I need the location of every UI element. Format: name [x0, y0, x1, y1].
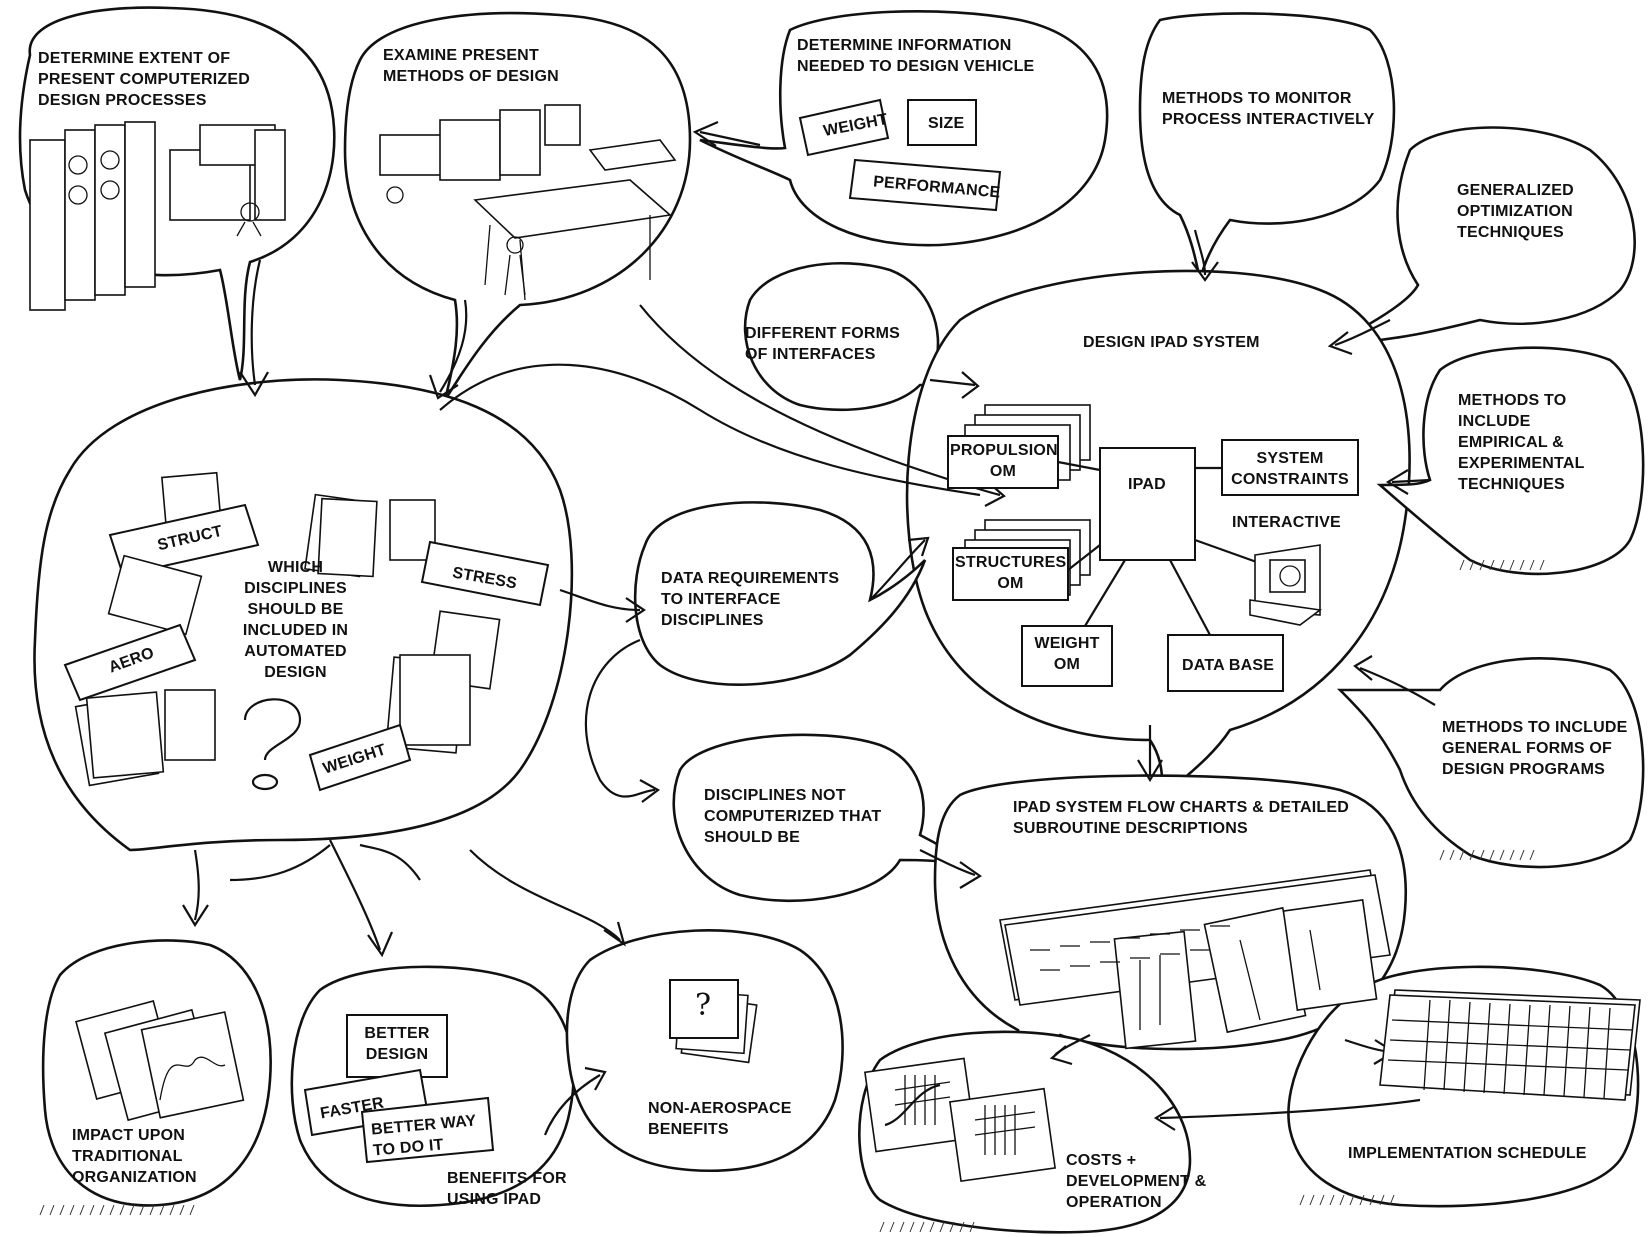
card-better-way-shape	[360, 1096, 495, 1164]
ipad-core: IPAD	[1128, 476, 1166, 493]
bubble-empirical-text: METHODS TO INCLUDE EMPIRICAL & EXPERIMEN…	[1458, 392, 1585, 493]
bubble-optimization	[1329, 126, 1636, 347]
structures-om: STRUCTURES OM	[955, 554, 1067, 592]
bubble-non-aerospace-text: NON-AEROSPACE BENEFITS	[648, 1100, 792, 1138]
bubble-general-forms	[1336, 657, 1645, 869]
bubble-costs-text: COSTS + DEVELOPMENT & OPERATION	[1066, 1152, 1207, 1211]
bubble-information	[699, 9, 1109, 247]
bubble-data-req	[633, 501, 927, 686]
bubble-design-system-text: DESIGN IPAD SYSTEM	[1083, 334, 1260, 351]
drafting-table-icon	[379, 104, 677, 301]
weight-om-box	[1021, 625, 1113, 687]
bubble-general-forms-text: METHODS TO INCLUDE GENERAL FORMS OF DESI…	[1442, 719, 1628, 778]
flow-chart-icon	[999, 869, 1391, 1050]
card-weight2-shape	[308, 723, 412, 792]
interactive-label: INTERACTIVE	[1232, 514, 1341, 531]
bubble-not-computerized-text: DISCIPLINES NOT COMPUTERIZED THAT SHOULD…	[704, 787, 882, 846]
system-constraints: SYSTEM CONSTRAINTS	[1231, 450, 1349, 488]
bubble-computerized-text: DETERMINE EXTENT OF PRESENT COMPUTERIZED…	[38, 50, 251, 109]
constraints-box	[1221, 439, 1359, 496]
propulsion-om: PROPULSION OM	[950, 442, 1058, 480]
bubble-benefits-text: BENEFITS FOR USING IPAD	[447, 1170, 567, 1208]
card-weight-shape	[798, 98, 890, 157]
bubble-interfaces-text: DIFFERENT FORMS OF INTERFACES	[745, 325, 900, 363]
ipad-box	[1099, 447, 1196, 561]
bubble-monitor-text: METHODS TO MONITOR PROCESS INTERACTIVELY	[1162, 90, 1375, 128]
bubble-schedule-text: IMPLEMENTATION SCHEDULE	[1348, 1145, 1587, 1162]
bubble-examine-text: EXAMINE PRESENT METHODS OF DESIGN	[383, 47, 559, 85]
card-question-shape	[669, 979, 739, 1039]
card-size-shape	[907, 99, 977, 146]
card-performance-shape	[848, 158, 1002, 212]
grass-hatching	[39, 559, 1545, 1233]
graph-icon	[75, 1000, 245, 1122]
card-aero-shape	[63, 623, 197, 702]
bubble-disciplines-text: WHICH DISCIPLINES SHOULD BE INCLUDED IN …	[242, 559, 349, 681]
card-better-design: BETTER DESIGN	[364, 1025, 430, 1063]
bubble-information-text: DETERMINE INFORMATION NEEDED TO DESIGN V…	[797, 37, 1035, 75]
computer-icon	[29, 121, 286, 311]
bubble-monitor	[1138, 12, 1396, 281]
propulsion-box	[947, 435, 1059, 489]
card-size: SIZE	[928, 115, 965, 132]
bubble-optimization-text: GENERALIZED OPTIMIZATION TECHNIQUES	[1457, 182, 1574, 241]
schedule-chart-icon	[1379, 989, 1641, 1101]
graph-icon	[864, 1057, 1057, 1183]
bubble-impact-text: IMPACT UPON TRADITIONAL ORGANIZATION	[72, 1127, 197, 1186]
database-box	[1167, 634, 1284, 692]
data-base: DATA BASE	[1182, 657, 1275, 674]
card-better-design-shape	[346, 1014, 448, 1078]
terminal-icon	[1249, 544, 1323, 626]
weight-om: WEIGHT OM	[1034, 635, 1100, 673]
bubble-flow-charts-text: IPAD SYSTEM FLOW CHARTS & DETAILED SUBRO…	[1013, 799, 1349, 837]
structures-box	[952, 547, 1069, 601]
card-stress-shape	[420, 540, 550, 607]
card-struct-shape	[108, 503, 260, 577]
bubble-data-req-text: DATA REQUIREMENTS TO INTERFACE DISCIPLIN…	[661, 570, 840, 629]
card-question: ?	[695, 988, 712, 1023]
